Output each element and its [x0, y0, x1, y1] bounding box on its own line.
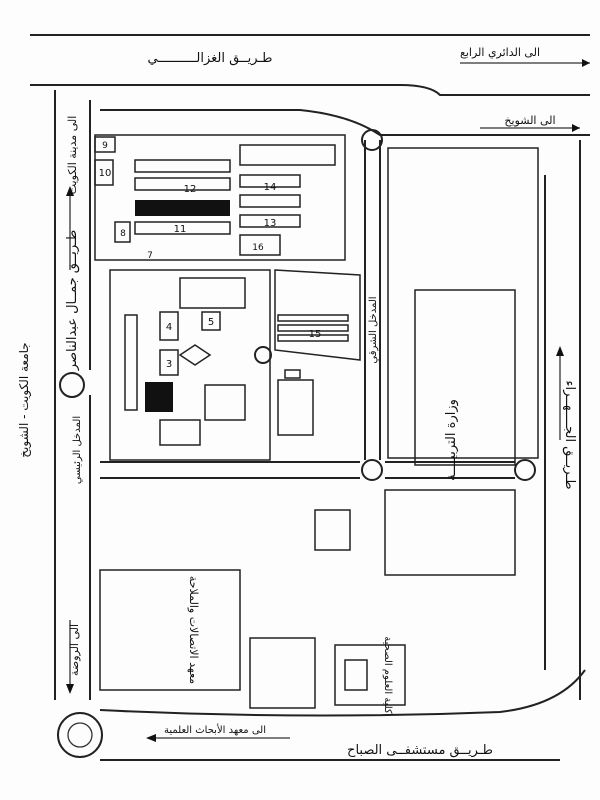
label-east-road: طـريــق الجــــهــراء — [562, 380, 577, 489]
building-number-15: 15 — [309, 329, 322, 340]
bldg-grid — [204, 384, 246, 421]
compound-north — [94, 134, 346, 261]
bldg-strip-4 — [239, 174, 301, 188]
bldg-15c — [277, 334, 349, 342]
roundabout-east — [514, 459, 536, 481]
block-ministry-outer — [387, 147, 539, 459]
compound-east — [274, 269, 361, 361]
bldg-tiny — [284, 369, 301, 379]
arrow-city-head — [66, 186, 74, 196]
label-ring-road: الى الدائري الرابع — [460, 46, 540, 59]
bldg-strip-1 — [134, 159, 231, 173]
label-east-entrance: المدخل الشرقي — [368, 296, 379, 363]
building-number-11: 11 — [174, 224, 187, 235]
arrow-kisr-head — [146, 734, 156, 742]
roundabout-center — [361, 459, 383, 481]
block-southeast — [384, 489, 516, 576]
building-number-7: 7 — [147, 251, 153, 261]
bldg-strip-5 — [239, 194, 301, 208]
label-kisr-institute: معهد الاتصالات والملاحة — [187, 576, 200, 684]
block-kisr — [99, 569, 241, 691]
bldg-diamond — [178, 344, 212, 366]
arrow-ring-head — [582, 59, 590, 67]
arrow-rawdha-head — [66, 684, 74, 694]
bldg-15b — [277, 324, 349, 332]
roundabout-southwest — [57, 712, 103, 758]
arrow-shuwaikh-head — [572, 124, 580, 132]
building-number-14: 14 — [264, 182, 277, 193]
building-number-9: 9 — [102, 141, 108, 151]
block-college — [334, 644, 406, 706]
bldg-5 — [201, 311, 221, 331]
label-kisr-road: الى معهد الأبحاث العلمية — [164, 723, 266, 736]
bldg-south — [159, 419, 201, 446]
roundabout-north — [361, 129, 383, 151]
label-college: كلية العلوم الصحية — [382, 636, 393, 714]
building-number-12: 12 — [184, 184, 197, 195]
label-to-rawdha: الى الروضة — [68, 624, 81, 676]
arrow-jahra-head — [556, 346, 564, 356]
building-number-16: 16 — [252, 243, 264, 253]
label-north-road: طـريــق الغزالــــــــــي — [147, 51, 272, 66]
block-small-center — [314, 509, 351, 551]
label-south-road: طـريــق مستشفــى الصباح — [347, 743, 493, 758]
bldg-1 — [145, 382, 173, 412]
bldg-10 — [94, 159, 114, 186]
compound-south — [109, 269, 271, 461]
bldg-16 — [239, 234, 281, 256]
bldg-strip-3 — [134, 221, 231, 235]
label-shuwaikh: الى الشويخ — [504, 114, 555, 127]
building-number-4: 4 — [166, 322, 172, 333]
bldg-strip-2 — [134, 177, 231, 191]
label-ministry: وزارة التربيــــة — [444, 399, 459, 481]
building-number-10: 10 — [99, 168, 112, 179]
label-main-entrance: المدخل الرئيسي — [72, 416, 83, 484]
bldg-long-west — [124, 314, 138, 411]
building-number-13: 13 — [264, 218, 277, 229]
bldg-8 — [114, 221, 131, 243]
bldg-strip-highlight — [135, 200, 230, 216]
bldg-small-east — [277, 379, 314, 436]
bldg-9 — [94, 136, 116, 153]
bldg-15a — [277, 314, 349, 322]
bldg-4 — [159, 311, 179, 341]
bldg-3 — [159, 349, 179, 376]
label-to-city: الى مدينة الكويت — [66, 116, 79, 195]
label-univ-shuwaikh: جامعة الكويت - الشويخ — [17, 342, 32, 457]
parking-top — [239, 144, 336, 166]
label-west-road: طـريــق جمــال عبدالناصر — [65, 230, 80, 371]
building-number-3: 3 — [166, 359, 172, 370]
road-shuwaikh-edge — [100, 109, 590, 136]
bldg-college-wing — [344, 659, 368, 691]
roundabout-campus — [254, 346, 272, 364]
block-south-center — [249, 637, 316, 709]
building-number-1: 1 — [155, 395, 161, 406]
road-south-upper — [99, 669, 586, 717]
building-number-5: 5 — [208, 317, 214, 328]
roundabout-southwest-inner — [67, 722, 93, 748]
building-number-8: 8 — [120, 229, 126, 239]
road-ring-edge — [399, 84, 590, 96]
bldg-top-center — [179, 277, 246, 309]
roundabout-west — [59, 372, 85, 398]
bldg-strip-6 — [239, 214, 301, 228]
block-ministry — [414, 289, 516, 466]
